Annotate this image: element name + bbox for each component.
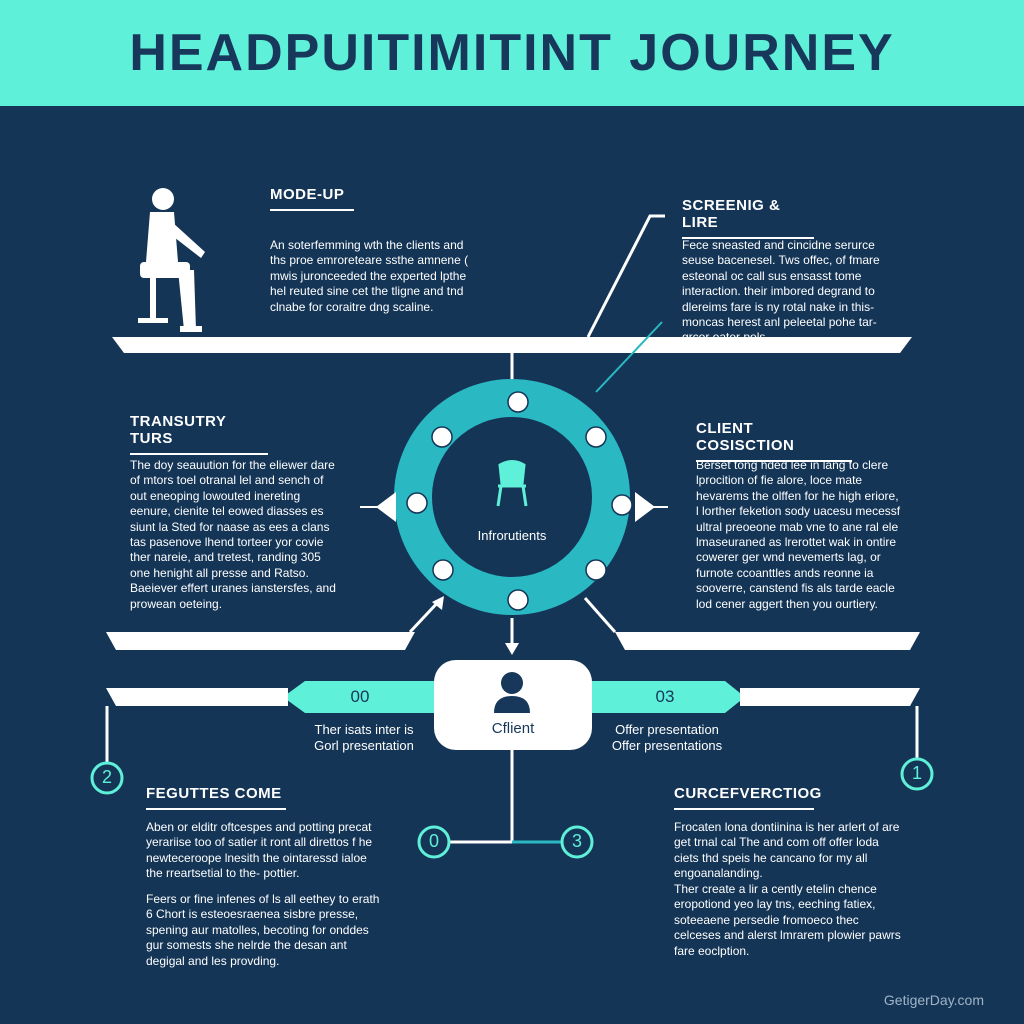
marker-left-label: 2 xyxy=(101,767,112,787)
section-heading-client-cosisction: CLIENT COSISCTION xyxy=(696,420,852,462)
lower-right-bar xyxy=(615,632,920,650)
section-text-screening: Fece sneasted and cincidne serurce seuse… xyxy=(682,238,880,345)
lower-left-bar xyxy=(106,632,415,650)
marker-right-label: 1 xyxy=(911,763,922,783)
marker-bottom-right-label: 3 xyxy=(571,831,582,851)
section-text-curcefverctiog-1: Frocaten lona dontiinina is her arlert o… xyxy=(674,820,900,881)
ring-connector-line xyxy=(595,321,663,393)
marker-left xyxy=(90,761,124,795)
chart-icon xyxy=(611,494,633,516)
ring-right-arrow xyxy=(635,492,655,522)
section-heading-feguttes: FEGUTTES COME xyxy=(146,785,286,810)
calendar-icon xyxy=(585,426,607,448)
right-pill-caption: Offer presentation Offer presentations xyxy=(611,722,723,753)
left-pill-label: 00 xyxy=(350,687,370,706)
chair-icon xyxy=(496,460,528,507)
stack-icon xyxy=(431,426,453,448)
section-text-mode-up: An soterfemming wth the clients and ths … xyxy=(270,238,469,314)
top-platform xyxy=(112,337,912,353)
right-pill-label: 03 xyxy=(655,687,675,706)
section-text-curcefverctiog-2: Ther create a lir a cently etelin chence… xyxy=(674,882,901,958)
section-heading-curcefverctiog: CURCEFVERCTIOG xyxy=(674,785,821,810)
section-text-client-cosisction: Berset tong hded lee in lang to clere lp… xyxy=(696,458,901,611)
top-right-connector xyxy=(586,214,665,338)
client-label: Cflient xyxy=(491,720,535,737)
ring-left-arrow xyxy=(376,492,396,522)
left-side-bar xyxy=(106,688,288,706)
section-heading-screening: SCREENIG & LIRE xyxy=(682,197,814,239)
section-heading-transutry: TRANSUTRY TURS xyxy=(130,413,268,455)
clipboard-icon xyxy=(507,391,529,413)
footer-credit: GetigerDay.com xyxy=(883,992,984,1008)
marker-bottom-left xyxy=(417,825,451,859)
ring-icons xyxy=(406,391,633,611)
section-text-feguttes-2: Feers or fine infenes of ls all eethey t… xyxy=(146,892,380,968)
document-icon xyxy=(507,589,529,611)
section-text-transutry: The doy seauution for the eliewer dare o… xyxy=(130,458,336,611)
left-pill-caption: Ther isats inter is Gorl presentation xyxy=(314,722,414,753)
right-side-bar xyxy=(740,688,920,706)
marker-right xyxy=(900,757,934,791)
ring-center-label: Infrorutients xyxy=(454,528,570,543)
seated-person-icon xyxy=(138,188,205,332)
left-pill xyxy=(283,681,440,713)
section-text-feguttes-1: Aben or elditr oftcespes and potting pre… xyxy=(146,820,373,881)
marker-bottom-right xyxy=(560,825,594,859)
lower-right-connector xyxy=(583,597,617,633)
right-pill xyxy=(585,681,745,713)
notes-icon xyxy=(406,492,428,514)
ring-inner xyxy=(434,419,590,575)
user-check-icon xyxy=(585,559,607,581)
section-heading-mode-up: MODE-UP xyxy=(270,186,354,211)
ring-center-label-text: Infrorutients xyxy=(477,528,547,543)
chat-icon xyxy=(432,559,454,581)
title-banner xyxy=(0,0,1024,106)
page-title: HEADPUITIMITINT JOURNEY xyxy=(129,24,895,82)
lower-left-connector xyxy=(408,598,442,634)
client-avatar-icon xyxy=(494,672,530,713)
marker-bottom-left-label: 0 xyxy=(428,831,439,851)
